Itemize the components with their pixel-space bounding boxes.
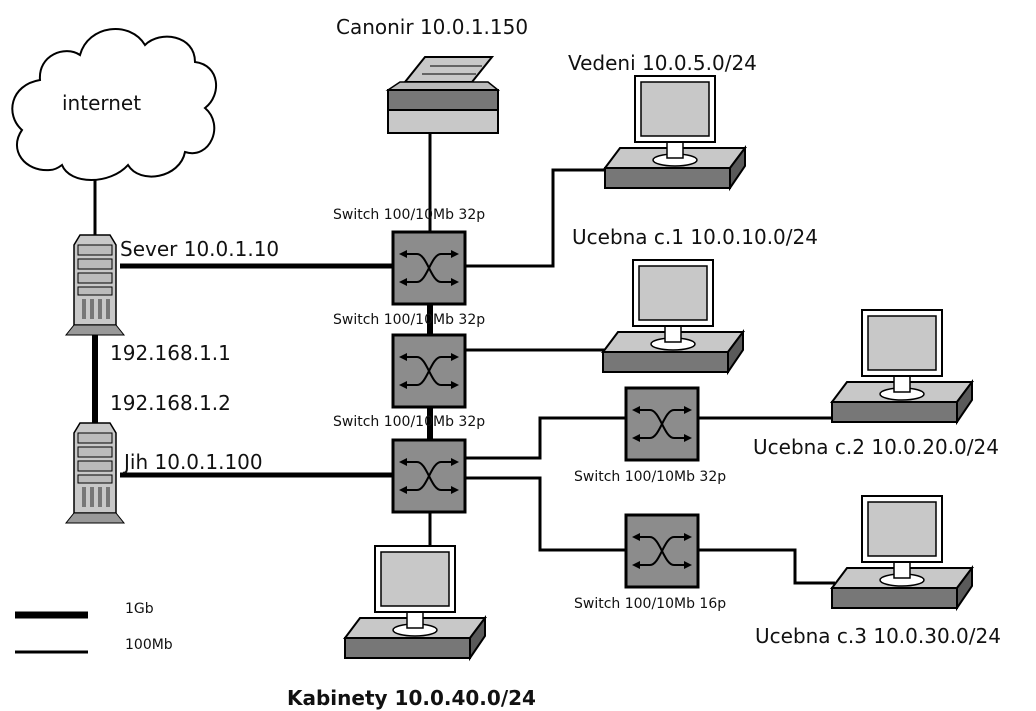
sever-server-icon [65, 234, 125, 336]
printer-icon [385, 56, 501, 134]
printer-label: Canonir 10.0.1.150 [336, 15, 528, 39]
internet-cloud [11, 28, 218, 181]
sever-label: Sever 10.0.1.10 [120, 237, 279, 261]
legend-thin-label: 100Mb [125, 637, 173, 653]
ucebna3-label: Ucebna c.3 10.0.30.0/24 [755, 624, 1001, 648]
switch-5-icon [624, 513, 700, 589]
vedeni-workstation-icon [604, 75, 746, 189]
ucebna1-workstation-icon [602, 259, 744, 373]
switch-2-label: Switch 100/10Mb 32p [333, 312, 485, 328]
legend-thick-label: 1Gb [125, 601, 154, 617]
legend: 1Gb 100Mb [15, 601, 173, 654]
switch-4-icon [624, 386, 700, 462]
ucebna3-workstation-icon [831, 495, 973, 609]
links [92, 133, 835, 585]
jih-server-icon [65, 422, 125, 524]
link-switch3-switch5 [466, 476, 626, 552]
ucebna2-label: Ucebna c.2 10.0.20.0/24 [753, 435, 999, 459]
switch-4-label: Switch 100/10Mb 32p [574, 469, 726, 485]
internet-label: internet [62, 91, 141, 115]
link-switch3-switch4 [466, 416, 626, 460]
switch-5-label: Switch 100/10Mb 16p [574, 596, 726, 612]
ucebna1-label: Ucebna c.1 10.0.10.0/24 [572, 225, 818, 249]
switch-1-icon [391, 230, 467, 306]
switch-3-label: Switch 100/10Mb 32p [333, 414, 485, 430]
switch-2-icon [391, 333, 467, 409]
ucebna2-workstation-icon [831, 309, 973, 423]
jih-label: Jih 10.0.1.100 [122, 450, 263, 474]
kabinety-workstation-icon [344, 545, 486, 659]
link-switch1-vedeni [466, 168, 605, 268]
link-switch5-ucebna3 [698, 548, 835, 585]
vedeni-label: Vedeni 10.0.5.0/24 [568, 51, 757, 75]
switch-3-icon [391, 438, 467, 514]
switch-1-label: Switch 100/10Mb 32p [333, 207, 485, 223]
kabinety-label: Kabinety 10.0.40.0/24 [287, 686, 536, 710]
jih-ip-label: 192.168.1.2 [110, 391, 231, 415]
sever-ip-label: 192.168.1.1 [110, 341, 231, 365]
